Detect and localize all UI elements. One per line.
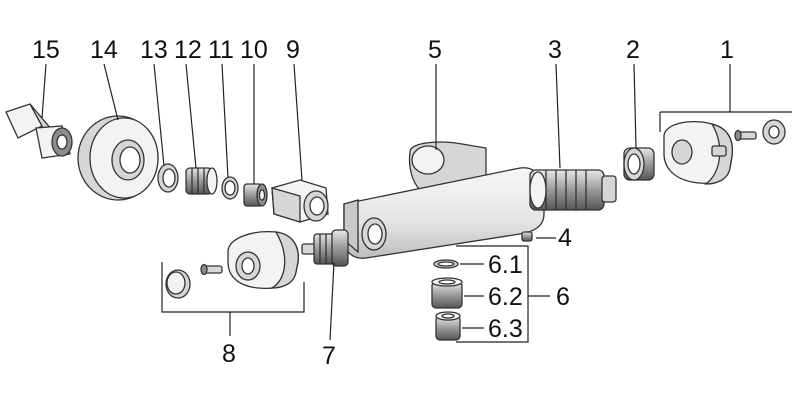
leader-9 xyxy=(293,63,303,181)
label-6-2: 6.2 xyxy=(488,283,523,311)
label-2: 2 xyxy=(626,36,640,64)
part-11-o-ring xyxy=(221,176,239,200)
part-1-temperature-handle xyxy=(663,119,786,185)
leader-14 xyxy=(103,63,119,121)
part-2-adapter-ring xyxy=(623,147,655,181)
label-14: 14 xyxy=(90,36,118,64)
label-9: 9 xyxy=(286,36,300,64)
label-6-3: 6.3 xyxy=(488,315,523,343)
part-10-sleeve xyxy=(243,183,268,207)
leader-15 xyxy=(41,63,47,119)
part-3-cartridge xyxy=(529,169,617,211)
label-3: 3 xyxy=(548,36,562,64)
label-15: 15 xyxy=(32,36,60,64)
leader-12 xyxy=(185,63,197,169)
part-8-handle-assembly xyxy=(165,231,299,299)
leader-11 xyxy=(221,63,229,179)
label-13: 13 xyxy=(140,36,168,64)
part-15-elbow-connector xyxy=(5,103,73,159)
label-6-1: 6.1 xyxy=(488,251,523,279)
leader-2 xyxy=(633,63,637,149)
leader-3 xyxy=(555,63,561,169)
part-labels: 15 14 13 12 11 10 9 5 3 2 1 4 6.1 6.2 6.… xyxy=(32,36,734,370)
label-11: 11 xyxy=(208,36,234,64)
part-9-hex-sleeve xyxy=(271,179,329,223)
part-7-inlet-fitting xyxy=(301,229,349,267)
part-6-2-check-valve xyxy=(431,277,463,309)
bracket-6 xyxy=(456,245,529,343)
part-4-plug xyxy=(521,231,533,242)
part-5-valve-body xyxy=(343,141,545,259)
label-5: 5 xyxy=(428,36,442,64)
part-6-3-sleeve xyxy=(435,311,461,341)
leader-lines xyxy=(41,63,792,343)
label-12: 12 xyxy=(174,36,202,64)
part-12-threaded-nipple xyxy=(185,167,218,195)
part-13-washer xyxy=(157,163,179,193)
label-10: 10 xyxy=(240,36,268,64)
label-1: 1 xyxy=(720,36,734,64)
part-14-escutcheon-ring xyxy=(77,115,159,201)
label-4: 4 xyxy=(558,224,572,252)
leader-7 xyxy=(329,261,335,341)
label-6: 6 xyxy=(556,283,570,311)
label-8: 8 xyxy=(222,340,236,368)
bracket-8 xyxy=(161,262,305,313)
part-6-check-valve-set xyxy=(431,259,463,341)
label-7: 7 xyxy=(322,342,336,370)
leader-13 xyxy=(153,63,165,167)
